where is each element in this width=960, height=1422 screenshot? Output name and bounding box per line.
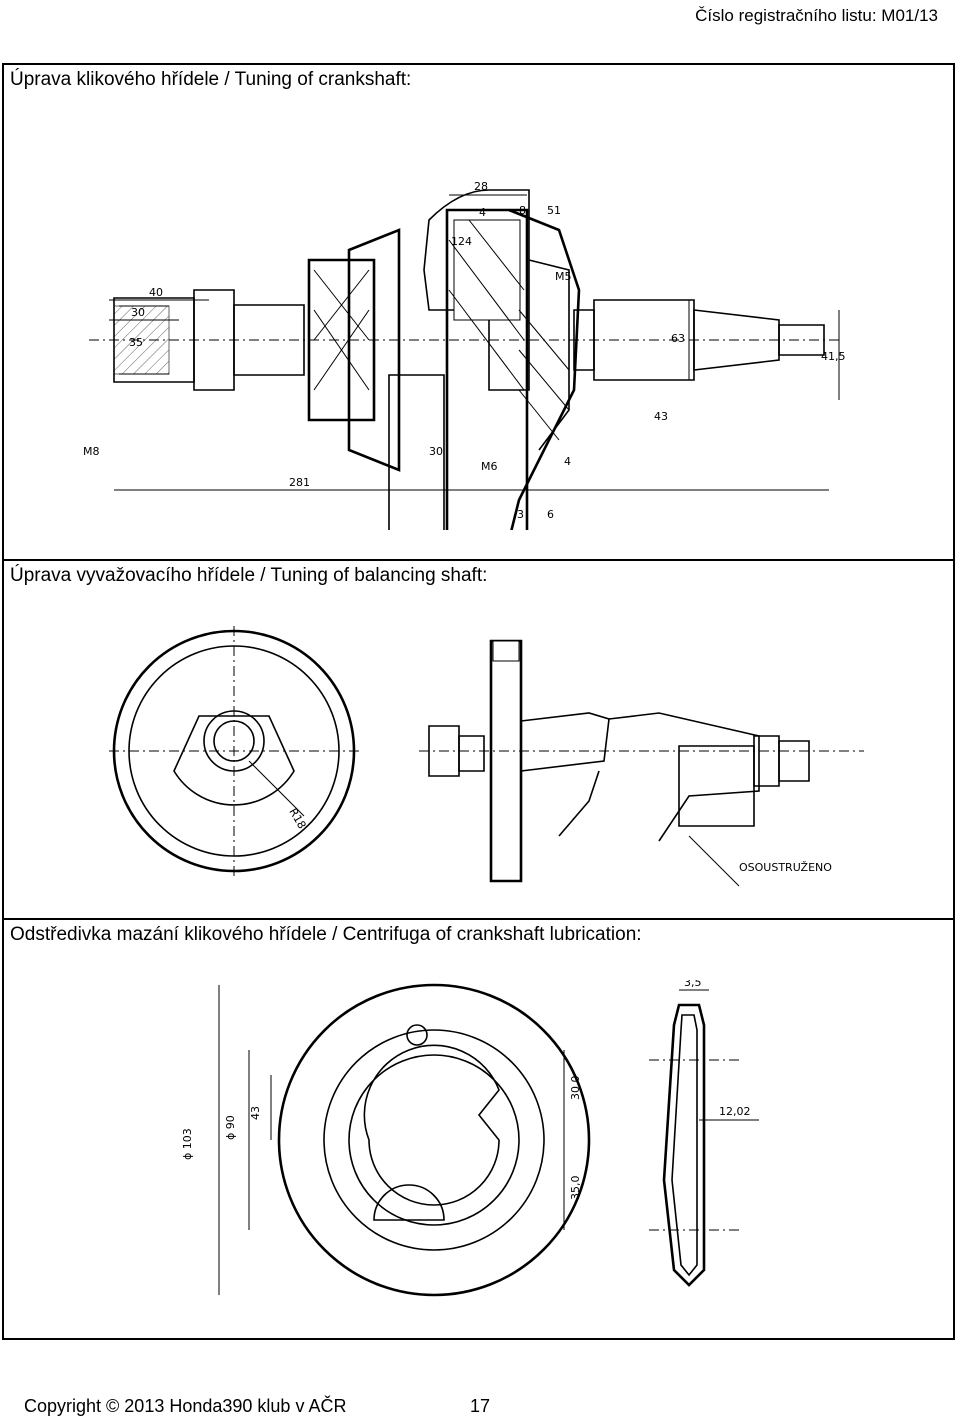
svg-text:4: 4 bbox=[564, 455, 571, 468]
svg-text:8: 8 bbox=[519, 204, 526, 217]
centrifuge-drawing: ϕ 103 ϕ 90 43 30,0 35,0 3,5 12,02 bbox=[181, 980, 779, 1315]
section-title: Odstředivka mazání klikového hřídele / C… bbox=[10, 924, 642, 945]
svg-text:30: 30 bbox=[429, 445, 443, 458]
svg-text:30: 30 bbox=[131, 306, 145, 319]
copyright: Copyright © 2013 Honda390 klub v AČR bbox=[24, 1396, 347, 1416]
svg-text:51: 51 bbox=[547, 204, 561, 217]
svg-text:ϕ 90: ϕ 90 bbox=[224, 1115, 237, 1140]
svg-text:124: 124 bbox=[451, 235, 472, 248]
svg-text:63: 63 bbox=[671, 332, 685, 345]
section-crankshaft: Úprava klikového hřídele / Tuning of cra… bbox=[4, 65, 953, 559]
svg-text:3: 3 bbox=[517, 508, 524, 521]
svg-text:M5: M5 bbox=[555, 270, 572, 283]
svg-text:ϕ 103: ϕ 103 bbox=[181, 1128, 194, 1160]
section-balancing-shaft: Úprava vyvažovacího hřídele / Tuning of … bbox=[4, 559, 953, 918]
svg-text:M6: M6 bbox=[481, 460, 498, 473]
content-frame: Úprava klikového hřídele / Tuning of cra… bbox=[2, 63, 955, 1340]
svg-text:M8: M8 bbox=[83, 445, 100, 458]
svg-text:40: 40 bbox=[149, 286, 163, 299]
svg-text:4: 4 bbox=[479, 206, 486, 219]
section-title: Úprava vyvažovacího hřídele / Tuning of … bbox=[10, 565, 488, 586]
svg-text:12,02: 12,02 bbox=[719, 1105, 751, 1118]
svg-text:3,5: 3,5 bbox=[684, 980, 702, 989]
section-title: Úprava klikového hřídele / Tuning of cra… bbox=[10, 69, 412, 90]
section-centrifuge: Odstředivka mazání klikového hřídele / C… bbox=[4, 918, 953, 1338]
sheet-number: Číslo registračního listu: M01/13 bbox=[695, 6, 938, 25]
svg-text:28: 28 bbox=[474, 180, 488, 193]
svg-text:43: 43 bbox=[249, 1106, 262, 1120]
page-number: 17 bbox=[470, 1396, 491, 1416]
svg-text:281: 281 bbox=[289, 476, 310, 489]
balancing-shaft-drawing: R18 OSOUSTRUŽENO bbox=[99, 621, 874, 911]
svg-text:35,0: 35,0 bbox=[569, 1176, 582, 1201]
crankshaft-drawing: 28 4 8 51 124 M5 40 30 35 M8 41,5 63 43 … bbox=[83, 180, 846, 530]
svg-text:35: 35 bbox=[129, 336, 143, 349]
turned-label: OSOUSTRUŽENO bbox=[739, 861, 832, 874]
svg-text:6: 6 bbox=[547, 508, 554, 521]
svg-text:41,5: 41,5 bbox=[821, 350, 846, 363]
svg-text:43: 43 bbox=[654, 410, 668, 423]
svg-text:30,0: 30,0 bbox=[569, 1076, 582, 1101]
